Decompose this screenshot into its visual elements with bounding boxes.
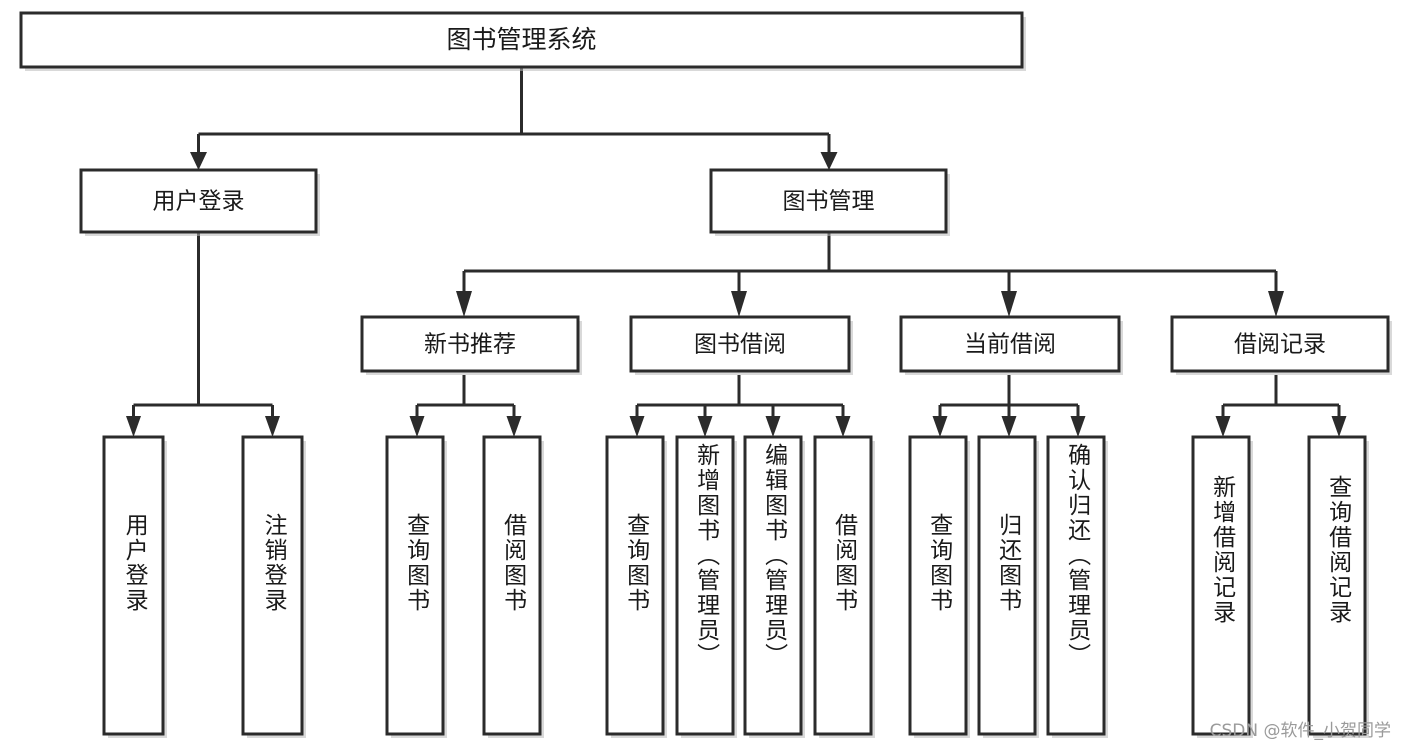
node-leaf-user-login-box[interactable] xyxy=(102,435,165,736)
arrow-recommend-to-leaf2 xyxy=(506,416,522,437)
arrow-borrow-to-leaf4 xyxy=(835,416,851,437)
node-new-book-recommend-label: 新书推荐 xyxy=(424,332,516,358)
arrow-borrow-to-leaf2 xyxy=(697,416,713,437)
node-leaf-confirm-return-box[interactable] xyxy=(1046,435,1106,736)
node-leaf-query-book-1-box[interactable] xyxy=(385,435,445,736)
node-leaf-return-book-box[interactable] xyxy=(977,435,1037,736)
node-leaf-borrow-book-2-box[interactable] xyxy=(813,435,873,736)
node-leaf-borrow-book-1-box[interactable] xyxy=(482,435,542,736)
node-leaf-add-book-box[interactable] xyxy=(675,435,735,736)
node-borrow-record-label: 借阅记录 xyxy=(1234,332,1326,358)
arrow-user-login-to-leaf1 xyxy=(126,416,141,437)
node-book-borrow-box[interactable] xyxy=(629,315,851,373)
node-leaf-query-record-box[interactable] xyxy=(1307,435,1367,736)
arrow-current-to-leaf2 xyxy=(1001,416,1017,437)
node-borrow-record-box[interactable] xyxy=(1170,315,1390,373)
node-user-login-box[interactable] xyxy=(79,168,318,234)
arrow-record-to-leaf1 xyxy=(1215,416,1231,437)
node-leaf-add-record-box[interactable] xyxy=(1191,435,1251,736)
arrow-current-to-leaf1 xyxy=(932,416,948,437)
node-leaf-query-book-3-box[interactable] xyxy=(908,435,968,736)
node-book-manage-box[interactable] xyxy=(709,168,948,234)
node-new-book-recommend-box[interactable] xyxy=(360,315,580,373)
arrow-book-manage-to-record xyxy=(1268,291,1284,317)
node-book-manage-label: 图书管理 xyxy=(783,189,875,215)
arrow-root-to-book-manage xyxy=(820,152,838,170)
arrow-book-manage-to-current xyxy=(1001,291,1017,317)
arrow-current-to-leaf3 xyxy=(1070,416,1086,437)
node-root-label: 图书管理系统 xyxy=(446,25,596,54)
node-current-borrow-box[interactable] xyxy=(899,315,1121,373)
node-leaf-user-logout-box[interactable] xyxy=(241,435,304,736)
node-current-borrow-label: 当前借阅 xyxy=(964,332,1056,358)
arrow-book-manage-to-recommend xyxy=(456,291,472,317)
node-user-login-label: 用户登录 xyxy=(153,189,245,215)
arrow-root-to-user-login xyxy=(190,152,207,170)
node-book-borrow-label: 图书借阅 xyxy=(694,332,786,358)
node-leaf-query-book-2-box[interactable] xyxy=(605,435,665,736)
arrow-borrow-to-leaf1 xyxy=(629,416,645,437)
arrow-book-manage-to-borrow xyxy=(731,291,747,317)
node-leaf-edit-book-box[interactable] xyxy=(743,435,803,736)
nodes-layer: 图书管理系统 用户登录 图书管理 新书推荐 图书借阅 当前借阅 借阅记录 xyxy=(19,11,1392,738)
arrow-recommend-to-leaf1 xyxy=(409,416,425,437)
edges-layer xyxy=(126,67,1347,437)
node-root-box[interactable] xyxy=(19,11,1024,69)
arrow-record-to-leaf2 xyxy=(1331,416,1347,437)
arrow-borrow-to-leaf3 xyxy=(765,416,781,437)
arrow-user-login-to-leaf2 xyxy=(265,416,280,437)
